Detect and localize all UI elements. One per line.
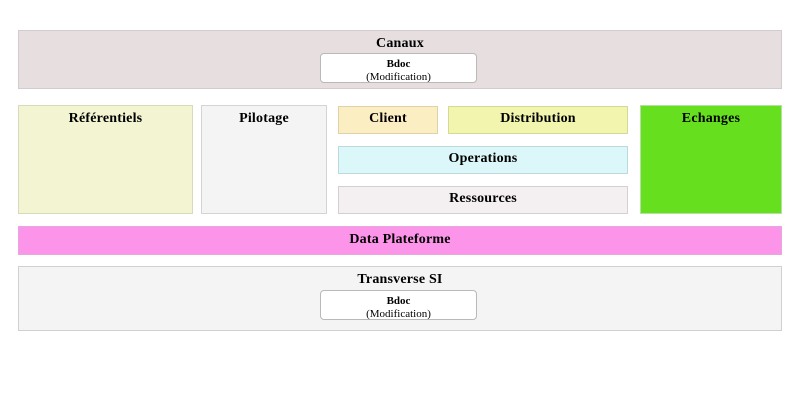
layer-transverse-si-title: Transverse SI — [357, 272, 443, 287]
pillar-referentiels[interactable]: Référentiels — [18, 105, 193, 214]
tile-distribution-title: Distribution — [500, 111, 576, 126]
transverse-bdoc-subtitle: (Modification) — [366, 308, 431, 320]
tile-operations-title: Operations — [448, 151, 518, 166]
layer-data-plateforme-title: Data Plateforme — [349, 232, 451, 247]
tile-distribution[interactable]: Distribution — [448, 106, 628, 134]
pillar-referentiels-title: Référentiels — [68, 111, 143, 126]
pillar-pilotage[interactable]: Pilotage — [201, 105, 327, 214]
transverse-bdoc-card[interactable]: Bdoc (Modification) — [320, 290, 477, 320]
tile-operations[interactable]: Operations — [338, 146, 628, 174]
tile-client[interactable]: Client — [338, 106, 438, 134]
transverse-bdoc-title: Bdoc — [386, 295, 411, 307]
tile-ressources[interactable]: Ressources — [338, 186, 628, 214]
tile-ressources-title: Ressources — [449, 191, 517, 206]
layer-data-plateforme[interactable]: Data Plateforme — [18, 226, 782, 255]
tile-client-title: Client — [369, 111, 407, 126]
canaux-bdoc-title: Bdoc — [386, 58, 411, 70]
pillar-echanges-title: Echanges — [681, 111, 741, 126]
pillar-echanges[interactable]: Echanges — [640, 105, 782, 214]
layer-transverse-si[interactable]: Transverse SI — [18, 266, 782, 331]
layer-canaux-title: Canaux — [376, 36, 424, 51]
canaux-bdoc-subtitle: (Modification) — [366, 71, 431, 83]
pillar-pilotage-title: Pilotage — [239, 111, 289, 126]
canaux-bdoc-card[interactable]: Bdoc (Modification) — [320, 53, 477, 83]
